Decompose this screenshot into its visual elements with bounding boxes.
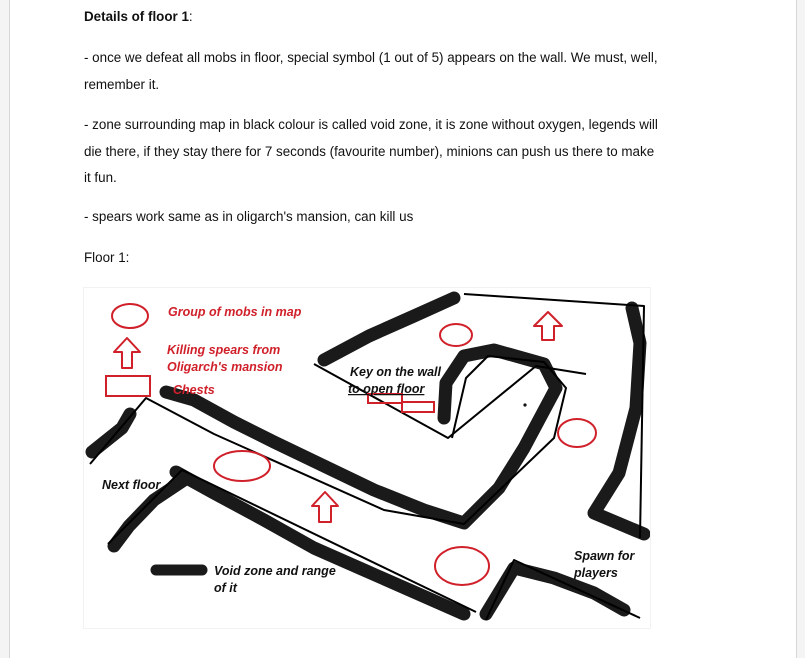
floor-map-drawing: Group of mobs in map Killing spears from… xyxy=(85,291,650,621)
spear-arrow-top xyxy=(533,311,563,341)
figure-caption: Floor 1: xyxy=(84,250,130,265)
mob-oval-top xyxy=(439,323,473,347)
spear-arrow-legend xyxy=(113,337,141,369)
heading-colon: : xyxy=(188,9,193,24)
legend-spears-label-2: Oligarch's mansion xyxy=(167,360,283,374)
outline-top-edge xyxy=(463,293,645,539)
chest-rect-key-2 xyxy=(401,401,435,413)
mob-oval-bottom xyxy=(434,546,490,586)
next-floor-label: Next floor xyxy=(102,478,161,492)
chest-rect-key-1 xyxy=(367,393,403,404)
paragraph-spears: - spears work same as in oligarch's mans… xyxy=(84,209,414,224)
legend-spears-label-1: Killing spears from xyxy=(167,343,280,357)
outline-bottom-right xyxy=(485,559,641,621)
outline-key-wedge xyxy=(313,363,587,439)
floor-map-figure: Group of mobs in map Killing spears from… xyxy=(84,288,650,628)
legend-mobs-label: Group of mobs in map xyxy=(168,305,302,319)
outline-lower-corridor xyxy=(107,469,477,613)
void-stroke-right-outer xyxy=(587,301,650,541)
void-zone-strokes xyxy=(85,291,650,621)
map-outline xyxy=(89,293,645,621)
spear-arrow-middle xyxy=(311,491,339,523)
paragraph-symbol: - once we defeat all mobs in floor, spec… xyxy=(84,50,658,92)
mob-oval-right xyxy=(557,418,597,448)
chest-rect-legend xyxy=(105,375,151,397)
outline-upper-corridor xyxy=(89,355,567,525)
mob-oval-left xyxy=(213,450,271,482)
spawn-label-1: Spawn for xyxy=(574,549,636,563)
section-heading: Details of floor 1: xyxy=(84,4,664,31)
spear-markers xyxy=(113,311,563,523)
void-stroke-lower-wall xyxy=(169,465,471,621)
document-page: Details of floor 1: - once we defeat all… xyxy=(9,0,797,658)
chest-markers xyxy=(105,375,435,413)
spawn-label-2: players xyxy=(573,566,618,580)
map-dot xyxy=(523,403,527,407)
void-stroke-lower-left xyxy=(107,473,191,553)
paragraph-void-zone: - zone surrounding map in black colour i… xyxy=(84,117,658,185)
void-stroke-top-wall xyxy=(317,291,461,367)
mob-markers xyxy=(111,303,597,586)
void-zone-label-2: of it xyxy=(214,581,238,595)
heading-text: Details of floor 1 xyxy=(84,9,189,24)
key-label-1: Key on the wall xyxy=(350,365,442,379)
void-zone-label-1: Void zone and range xyxy=(214,564,336,578)
void-stroke-inner-loop xyxy=(159,343,563,530)
mob-oval-legend xyxy=(111,303,149,329)
key-label-2: to open floor xyxy=(348,382,426,396)
legend-chests-label: Chests xyxy=(173,383,215,397)
void-stroke-top-left xyxy=(85,407,137,459)
